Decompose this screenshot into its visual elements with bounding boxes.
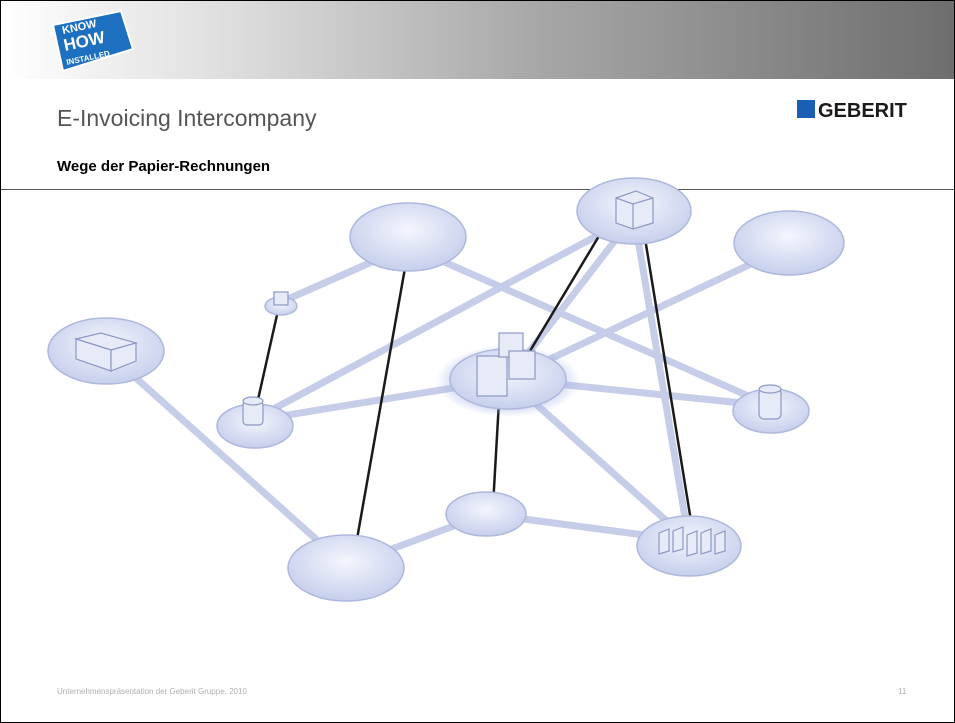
header-bar xyxy=(1,1,954,79)
top-left-oval-node xyxy=(349,202,467,272)
link xyxy=(104,349,350,570)
link xyxy=(247,212,638,425)
silo-icon xyxy=(758,384,782,420)
dark-link xyxy=(641,225,693,522)
geberit-logo: GEBERIT xyxy=(797,100,907,121)
bottom-left-oval-node xyxy=(287,534,405,602)
slide-title: E-Invoicing Intercompany xyxy=(57,105,317,131)
logo-text: GEBERIT xyxy=(818,100,907,121)
top-right-oval-node xyxy=(733,210,845,276)
dark-link xyxy=(253,305,281,414)
slide-subtitle: Wege der Papier-Rechnungen xyxy=(57,158,271,175)
warehouse-icon xyxy=(73,332,139,372)
logo-square-icon xyxy=(797,100,815,118)
dark-link xyxy=(491,400,501,507)
bottom-center-oval-node xyxy=(445,491,527,537)
page-number: 11 xyxy=(898,687,907,696)
link xyxy=(630,212,693,545)
title-divider xyxy=(1,189,954,190)
building-icon xyxy=(615,190,654,230)
small-building-icon xyxy=(273,291,289,306)
network-diagram xyxy=(47,177,845,602)
dark-link xyxy=(519,225,607,367)
dark-links xyxy=(253,225,693,557)
footer-text: Unternehmenspräsentation der Geberit Gru… xyxy=(57,687,247,696)
factory-icon xyxy=(658,526,726,557)
tower-icon xyxy=(242,396,264,426)
dark-link xyxy=(352,250,410,557)
center-hub-node xyxy=(449,348,567,410)
hub-building-icon xyxy=(476,332,536,397)
know-how-installed-badge: KNOW HOW INSTALLED xyxy=(51,9,135,73)
link xyxy=(404,242,775,410)
